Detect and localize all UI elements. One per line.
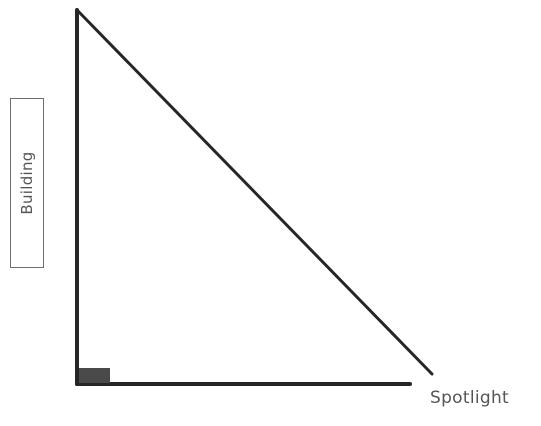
spotlight-label: Spotlight: [430, 388, 510, 408]
hypotenuse: [75, 8, 434, 376]
building-label-box: Building: [10, 98, 44, 268]
building-label: Building: [18, 151, 36, 215]
right-angle-marker: [79, 368, 110, 383]
